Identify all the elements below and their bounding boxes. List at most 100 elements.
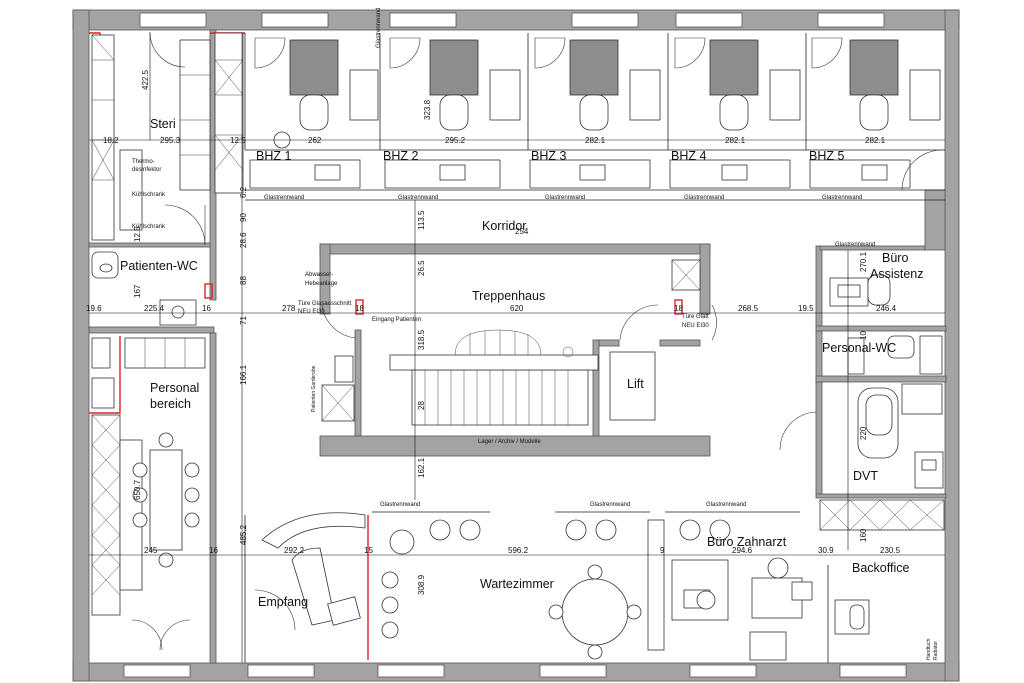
room-backoffice: Backoffice bbox=[852, 561, 909, 575]
empfang-room bbox=[244, 512, 369, 663]
dim-254: 254 bbox=[515, 227, 529, 236]
room-patienten-wc: Patienten-WC bbox=[120, 259, 198, 273]
dim-245: 245 bbox=[144, 546, 158, 555]
label-abwasser-1: Abwasser- bbox=[305, 272, 333, 278]
dim-620: 620 bbox=[510, 304, 524, 313]
label-glastrennwand-8: Glastrennwand bbox=[590, 502, 630, 508]
dim-12-5: 12.5 bbox=[230, 136, 246, 145]
room-treppenhaus: Treppenhaus bbox=[472, 289, 545, 303]
room-bhz-5: BHZ 5 bbox=[809, 149, 844, 163]
room-steri: Steri bbox=[150, 117, 176, 131]
dim-230-5: 230.5 bbox=[880, 546, 901, 555]
dim-295-2: 295.2 bbox=[445, 136, 466, 145]
dimension-lines bbox=[89, 33, 945, 663]
room-buero-assistenz-1: Büro bbox=[882, 251, 908, 265]
label-handtuch-1: Handtuch bbox=[926, 638, 932, 660]
dim-162-1: 162.1 bbox=[417, 457, 426, 478]
dim-19-6: 19.6 bbox=[86, 304, 102, 313]
dim-323-8: 323.8 bbox=[423, 99, 432, 120]
room-bhz-4: BHZ 4 bbox=[671, 149, 706, 163]
label-patienten-garderobe: Patienten Garderobe bbox=[311, 365, 317, 412]
label-abwasser-2: Hebeanlage bbox=[305, 281, 338, 287]
label-glastrennwand-5: Glastrennwand bbox=[822, 195, 862, 201]
dim-220: 220 bbox=[859, 426, 868, 440]
label-tuere-glatt-1: Türe Glatt bbox=[682, 314, 709, 320]
room-personalbereich-2: bereich bbox=[150, 397, 191, 411]
label-kuehlschrank-2: Kühlschrank bbox=[132, 224, 166, 230]
buero-zahnarzt-room bbox=[671, 519, 870, 663]
room-korridor: Korridor bbox=[482, 219, 526, 233]
dim-28-6: 28.6 bbox=[239, 232, 248, 248]
dim-166-1: 166.1 bbox=[239, 364, 248, 385]
room-bhz-3: BHZ 3 bbox=[531, 149, 566, 163]
room-dvt: DVT bbox=[853, 469, 878, 483]
dim-294-6: 294.6 bbox=[732, 546, 753, 555]
dim-19-5: 19.5 bbox=[798, 304, 814, 313]
label-kuehlschrank-1: Kühlschrank bbox=[132, 192, 166, 198]
dim-6-2: 6.2 bbox=[239, 186, 248, 198]
label-glastrennwand-7: Glastrennwand bbox=[380, 502, 420, 508]
bottom-windows bbox=[123, 664, 907, 678]
label-handtuch-2: Radiator bbox=[933, 641, 939, 660]
label-glastrennwand-10: Glastrennwand bbox=[376, 8, 382, 48]
label-lager: Lager / Archiv / Modelle bbox=[478, 439, 541, 445]
dim-12-5b: 12.5 bbox=[133, 226, 142, 242]
room-buero-assistenz-2: Assistenz bbox=[870, 267, 924, 281]
dim-30-9: 30.9 bbox=[818, 546, 834, 555]
label-glastrennwand-9: Glastrennwand bbox=[706, 502, 746, 508]
label-glastrennwand-6: Glastrennwand bbox=[835, 242, 875, 248]
dim-422-5: 422.5 bbox=[141, 69, 150, 90]
dim-270-1: 270.1 bbox=[859, 251, 868, 272]
dim-9: 9 bbox=[660, 546, 665, 555]
label-glastrennwand-4: Glastrennwand bbox=[684, 195, 724, 201]
top-windows bbox=[139, 12, 885, 28]
room-personalbereich-1: Personal bbox=[150, 381, 199, 395]
dim-292-2: 292.2 bbox=[284, 546, 305, 555]
dim-295-3: 295.3 bbox=[160, 136, 181, 145]
dim-278: 278 bbox=[282, 304, 296, 313]
room-buero-zahnarzt: Büro Zahnarzt bbox=[707, 535, 787, 549]
wartezimmer-room bbox=[372, 511, 800, 660]
room-bhz-1: BHZ 1 bbox=[256, 149, 291, 163]
right-rooms bbox=[779, 274, 945, 531]
dim-28: 28 bbox=[417, 401, 426, 410]
dim-485-2: 485.2 bbox=[239, 524, 248, 545]
stairwell-core bbox=[319, 243, 717, 457]
dim-167: 167 bbox=[133, 284, 142, 298]
dim-650-7: 650.7 bbox=[133, 479, 142, 500]
label-glastrennwand-3: Glastrennwand bbox=[545, 195, 585, 201]
dim-113-5: 113.5 bbox=[417, 210, 426, 230]
dim-26-5: 26.5 bbox=[417, 260, 426, 276]
dim-16b: 16 bbox=[209, 546, 218, 555]
dim-16a: 16 bbox=[202, 304, 211, 313]
label-eingang-patienten: Eingang Patienten bbox=[372, 317, 421, 323]
dim-225-4: 225.4 bbox=[144, 304, 165, 313]
dim-282-1b: 282.1 bbox=[725, 136, 746, 145]
room-wartezimmer: Wartezimmer bbox=[480, 577, 554, 591]
dim-318-5: 318.5 bbox=[417, 329, 426, 350]
label-tuere-glatt-2: NEU EI30 bbox=[682, 323, 709, 329]
room-lift: Lift bbox=[627, 377, 644, 391]
dim-282-1a: 282.1 bbox=[585, 136, 606, 145]
room-empfang: Empfang bbox=[258, 595, 308, 609]
dim-262: 262 bbox=[308, 136, 322, 145]
label-tuere-glas-1: Türe Glasausschnitt bbox=[298, 301, 352, 307]
dim-282-1c: 282.1 bbox=[865, 136, 886, 145]
label-thermo-2: desinfektor bbox=[132, 167, 161, 173]
label-thermo-1: Thermo- bbox=[132, 159, 155, 165]
dim-246-4: 246.4 bbox=[876, 304, 897, 313]
dim-596-2: 596.2 bbox=[508, 546, 529, 555]
treatment-rooms bbox=[244, 33, 945, 201]
interior-walls bbox=[88, 29, 947, 664]
dim-18-2: 18.2 bbox=[103, 136, 119, 145]
dim-308-9: 308.9 bbox=[417, 574, 426, 595]
dim-160: 160 bbox=[859, 528, 868, 542]
dim-88: 88 bbox=[239, 276, 248, 285]
room-personal-wc: Personal-WC bbox=[822, 341, 896, 355]
dim-71: 71 bbox=[239, 316, 248, 325]
dim-15: 15 bbox=[364, 546, 373, 555]
room-bhz-2: BHZ 2 bbox=[383, 149, 418, 163]
label-tuere-glas-2: NEU EI30 bbox=[298, 309, 325, 315]
label-glastrennwand-2: Glastrennwand bbox=[398, 195, 438, 201]
